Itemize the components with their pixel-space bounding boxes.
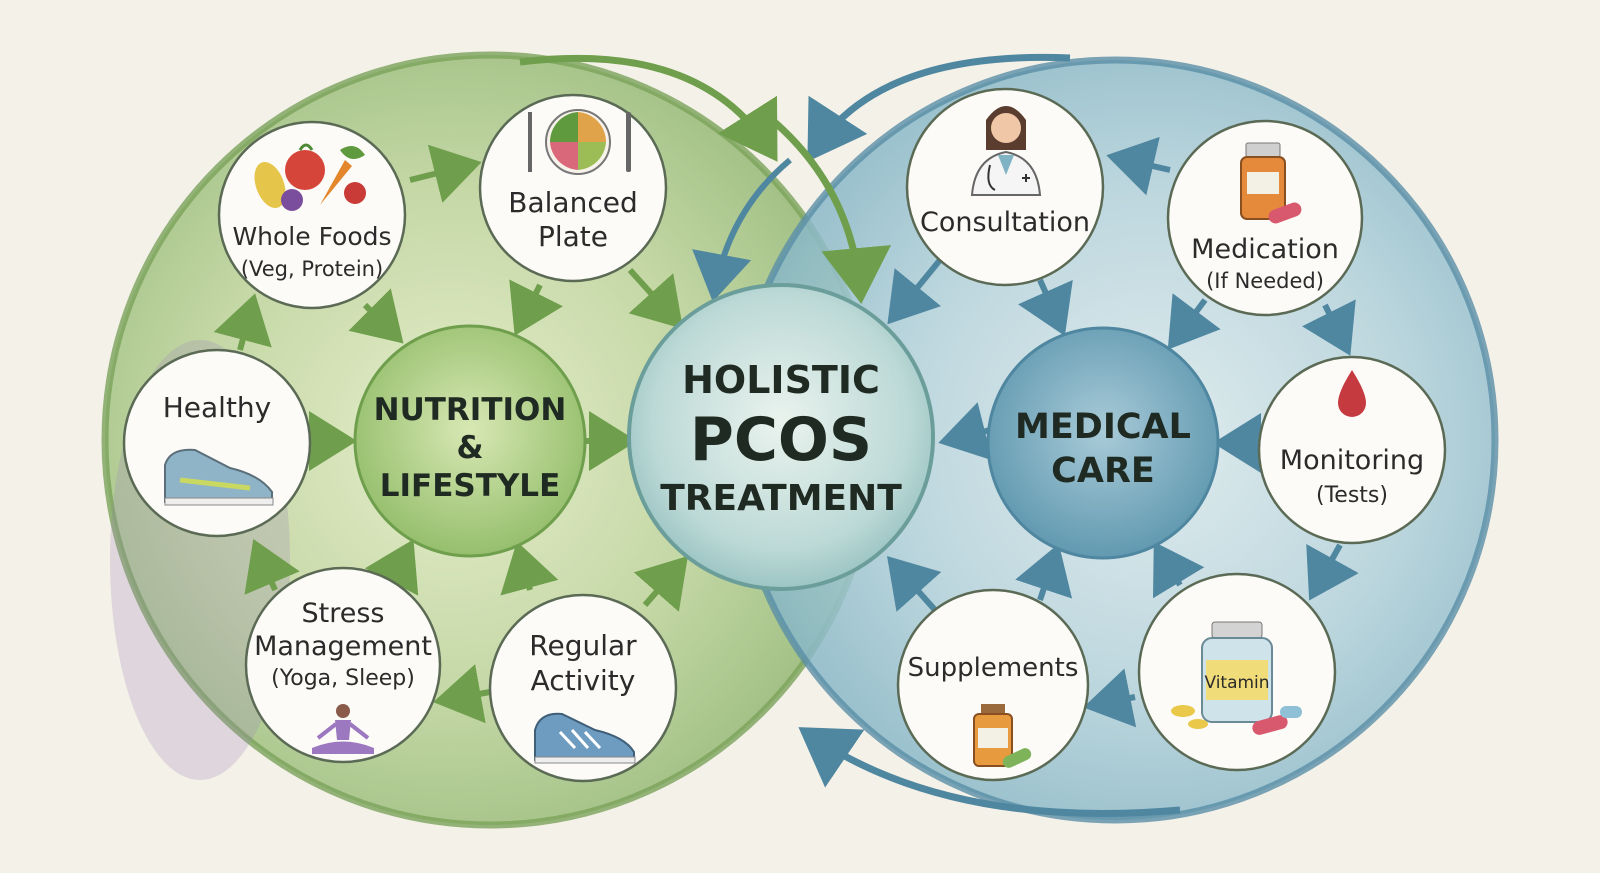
left-hub-line-2: & [456, 430, 483, 466]
supplements-node: Supplements [896, 588, 1090, 782]
top-blue-arc-arrow [807, 53, 1071, 162]
vitamin-bottle-icon: Vitamin [1171, 621, 1302, 735]
center-line-3: TREATMENT [660, 478, 902, 519]
stress-management-node: Stress Management (Yoga, Sleep) [244, 566, 442, 764]
medication-sub: (If Needed) [1206, 269, 1324, 293]
left-arrows [213, 144, 688, 724]
stress-sub: (Yoga, Sleep) [271, 666, 415, 691]
center-node: HOLISTIC PCOS TREATMENT [627, 283, 935, 591]
healthy-title: Healthy [163, 391, 272, 424]
vegetables-icon [254, 143, 366, 211]
top-green-arc-arrow [519, 54, 778, 162]
vitamin-label: Vitamin [1204, 673, 1269, 693]
nutrition-lifestyle-hub: NUTRITION & LIFESTYLE [353, 324, 587, 558]
whole-foods-title: Whole Foods [232, 222, 391, 251]
blood-drop-icon [1338, 370, 1366, 417]
sneaker-icon [164, 448, 274, 506]
right-arrows [887, 136, 1359, 728]
activity-line-2: Activity [531, 664, 636, 697]
mid-green-arc-arrow [757, 107, 892, 304]
bottom-blue-arc-arrow [798, 727, 1181, 817]
monitoring-sub: (Tests) [1316, 483, 1388, 508]
balanced-plate-line-1: Balanced [508, 186, 637, 219]
monitoring-node: Monitoring (Tests) [1257, 355, 1447, 545]
right-hub-line-2: CARE [1051, 451, 1155, 491]
whole-foods-sub: (Veg, Protein) [241, 257, 383, 281]
activity-line-1: Regular [529, 629, 637, 662]
monitoring-title: Monitoring [1280, 445, 1424, 476]
supplements-title: Supplements [908, 653, 1079, 683]
balanced-plate-node: Balanced Plate [478, 93, 668, 283]
left-hub-line-1: NUTRITION [374, 392, 567, 428]
left-hub-line-3: LIFESTYLE [380, 468, 561, 504]
consultation-title: Consultation [920, 207, 1090, 238]
healthy-node: Healthy [122, 348, 312, 538]
vitamin-node: Vitamin [1137, 572, 1337, 772]
stress-line-2: Management [254, 631, 432, 662]
plate-icon [528, 109, 631, 175]
doctor-icon [970, 106, 1042, 196]
running-shoe-icon [534, 712, 636, 764]
medication-node: Medication (If Needed) [1166, 119, 1364, 317]
whole-foods-node: Whole Foods (Veg, Protein) [217, 120, 407, 310]
mid-blue-arc-arrow [692, 157, 792, 302]
pill-bottle-icon [1240, 142, 1302, 224]
right-hub-line-1: MEDICAL [1015, 407, 1191, 447]
medication-title: Medication [1191, 234, 1339, 265]
center-line-1: HOLISTIC [682, 358, 880, 402]
supplement-bottle-icon [973, 704, 1032, 768]
balanced-plate-line-2: Plate [538, 220, 608, 253]
stress-line-1: Stress [302, 598, 385, 629]
yoga-icon [312, 704, 374, 754]
center-line-2: PCOS [690, 405, 872, 475]
consultation-node: Consultation [905, 87, 1105, 287]
medical-care-hub: MEDICAL CARE [986, 326, 1220, 560]
regular-activity-node: Regular Activity [488, 593, 678, 783]
